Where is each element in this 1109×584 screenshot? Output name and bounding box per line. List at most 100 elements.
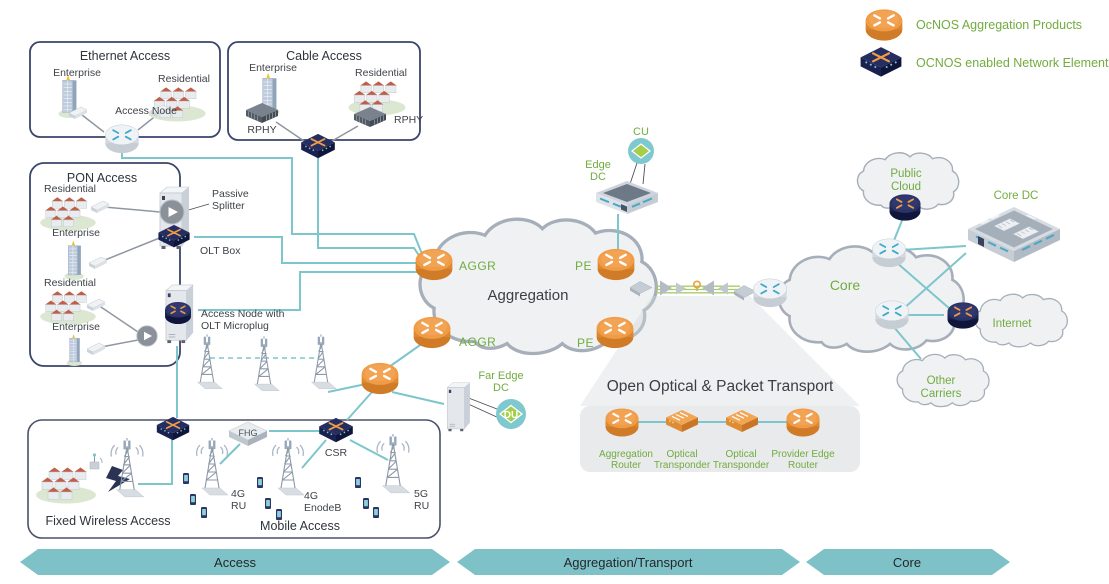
provider-edge-router-icon bbox=[785, 407, 821, 438]
phone-icon bbox=[183, 473, 189, 484]
connection-line bbox=[391, 391, 445, 405]
passive-splitter-icon bbox=[136, 325, 158, 347]
connection-line bbox=[121, 150, 423, 255]
internet-label: Internet bbox=[993, 318, 1033, 330]
passive-splitter-label: Splitter bbox=[212, 200, 245, 212]
connection-line bbox=[194, 236, 421, 264]
connection-line bbox=[900, 245, 967, 251]
segment-bands: Access Aggregation/Transport Core bbox=[20, 549, 1010, 575]
connection-line bbox=[103, 206, 161, 213]
internet-router-icon bbox=[946, 301, 980, 330]
residential-label: Residential bbox=[158, 73, 210, 85]
core-cloud-title: Core bbox=[830, 277, 861, 293]
transport-device-label: Optical bbox=[725, 449, 756, 460]
legend-label: OcNOS Aggregation Products bbox=[916, 18, 1082, 32]
connection-line bbox=[346, 391, 373, 421]
connection-line bbox=[895, 261, 951, 310]
4g-ru-label: 4G bbox=[231, 488, 245, 500]
connection-line bbox=[892, 217, 904, 244]
lightning-bolt-icon bbox=[106, 466, 130, 492]
enterprise-label: Enterprise bbox=[52, 227, 100, 239]
connection-line bbox=[138, 435, 173, 485]
mobile-access-title: Mobile Access bbox=[260, 519, 340, 533]
transport-device-label: Optical bbox=[666, 449, 697, 460]
legend-aggregation-router-icon bbox=[864, 8, 904, 42]
residential-label: Residential bbox=[44, 277, 96, 289]
4g-enodeb-label: EnodeB bbox=[304, 502, 341, 514]
cu-icon bbox=[628, 138, 654, 164]
5g-ru-label: RU bbox=[414, 500, 429, 512]
phone-icon bbox=[355, 477, 361, 488]
core-cloud bbox=[777, 245, 965, 353]
other-carriers-label: Carriers bbox=[921, 388, 962, 400]
ethernet-access-title: Ethernet Access bbox=[80, 49, 170, 63]
access-node-router-icon bbox=[104, 123, 140, 155]
mobile-access-box bbox=[27, 419, 441, 539]
public-cloud-label: Cloud bbox=[891, 181, 921, 193]
pre-aggregation-router-icon bbox=[360, 361, 400, 396]
legend-label: OCNOS enabled Network Element bbox=[916, 56, 1109, 70]
core-router-bottom-icon bbox=[874, 299, 910, 331]
connection-line bbox=[81, 114, 105, 133]
core-band bbox=[806, 549, 1010, 575]
transport-device-label: Router bbox=[611, 460, 642, 471]
amplifier-icon bbox=[718, 282, 728, 295]
optical-transport-link bbox=[629, 280, 757, 301]
oadm-icon bbox=[692, 280, 701, 289]
phone-icon bbox=[265, 498, 271, 509]
access-node-label: Access Node bbox=[115, 105, 177, 117]
public-cloud-label: Public bbox=[890, 168, 922, 180]
labels: OcNOS Aggregation Products OCNOS enabled… bbox=[44, 18, 1109, 533]
fixed-wireless-label: Fixed Wireless Access bbox=[45, 514, 170, 528]
olt-box-label: OLT Box bbox=[200, 245, 241, 257]
passive-splitter-label: Passive bbox=[212, 188, 249, 200]
access-node-olt-label: Access Node with bbox=[201, 308, 285, 320]
other-carriers-label: Other bbox=[927, 375, 956, 387]
connections bbox=[81, 113, 967, 485]
edge-dc-label: Edge bbox=[585, 159, 611, 171]
phone-icon bbox=[257, 477, 263, 488]
pe-router-bottom-icon bbox=[595, 315, 635, 350]
connection-line bbox=[901, 252, 967, 311]
connection-line bbox=[198, 271, 421, 311]
phone-icon bbox=[201, 507, 207, 518]
du-icon bbox=[496, 399, 526, 429]
connection-line bbox=[99, 236, 163, 263]
far-edge-dc-cabinet-icon bbox=[446, 382, 471, 432]
transport-device-label: Provider Edge bbox=[771, 449, 835, 460]
transport-router-icon bbox=[752, 277, 788, 309]
phone-icon bbox=[373, 507, 379, 518]
transport-title: Open Optical & Packet Transport bbox=[607, 378, 834, 395]
connection-line bbox=[275, 121, 305, 142]
rphy-label: RPHY bbox=[247, 124, 276, 136]
connection-line bbox=[301, 439, 327, 469]
mux-icon-side bbox=[734, 291, 744, 301]
rooftop-antenna-icon bbox=[89, 453, 103, 470]
connection-line bbox=[331, 125, 359, 142]
du-label: DU bbox=[504, 410, 518, 421]
residential-label: Residential bbox=[355, 67, 407, 79]
4g-ru-label: RU bbox=[231, 500, 246, 512]
pointer-line bbox=[629, 162, 646, 185]
connection-line bbox=[327, 383, 367, 393]
rphy-label: RPHY bbox=[394, 114, 423, 126]
transport-device-label: Transponder bbox=[713, 460, 770, 471]
olt-microplug-router-icon bbox=[164, 301, 192, 325]
residential-label: Residential bbox=[44, 183, 96, 195]
enterprise-label: Enterprise bbox=[249, 62, 297, 74]
pointer-line bbox=[465, 396, 500, 419]
aggr-router-bottom-icon bbox=[412, 315, 452, 350]
aggregation-cloud-title: Aggregation bbox=[488, 287, 569, 304]
connection-line bbox=[349, 439, 389, 461]
4g-enodeb-label: 4G bbox=[304, 490, 318, 502]
aggregation-transport-band bbox=[457, 549, 800, 575]
enterprise-label: Enterprise bbox=[53, 67, 101, 79]
cu-label: CU bbox=[633, 126, 649, 138]
far-edge-dc-label: Far Edge bbox=[478, 370, 523, 382]
passive-splitter-icon bbox=[159, 199, 185, 225]
csr-label: CSR bbox=[325, 447, 348, 459]
access-band-label: Access bbox=[214, 555, 256, 570]
pon-access-title: PON Access bbox=[67, 171, 137, 185]
